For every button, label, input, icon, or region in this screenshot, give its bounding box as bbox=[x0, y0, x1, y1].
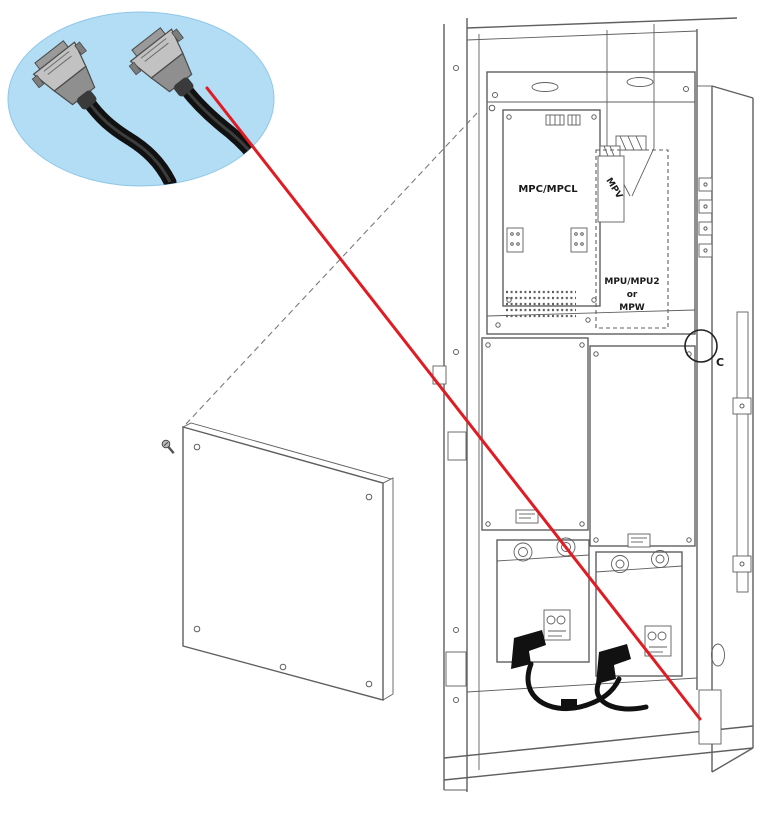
panel-screw-hole bbox=[365, 493, 373, 501]
panel-screw-hole bbox=[193, 625, 201, 633]
flange-slot bbox=[531, 82, 559, 92]
mpu-label-line2: or bbox=[627, 290, 638, 300]
battery-label-left bbox=[543, 609, 571, 641]
cover-screw bbox=[161, 439, 175, 454]
side-panel-hole bbox=[711, 643, 725, 667]
drive-module-left bbox=[481, 337, 589, 531]
board-connector bbox=[567, 114, 581, 126]
cover-mount-screw-hole bbox=[488, 104, 496, 112]
detail-c-label: C bbox=[716, 356, 724, 369]
mpu-label-line1: MPU/MPU2 bbox=[604, 277, 659, 287]
mpc-mpcl-label: MPC/MPCL bbox=[518, 184, 578, 195]
cabinet-frame bbox=[432, 17, 754, 792]
terminal-block bbox=[570, 227, 588, 253]
rail-cutout bbox=[447, 431, 467, 461]
battery-bracket-right bbox=[596, 644, 631, 684]
mpu-label-line3: MPW bbox=[619, 303, 645, 313]
drive-modules bbox=[481, 337, 696, 548]
mpv-unit: MPV bbox=[597, 145, 625, 223]
inset-background bbox=[7, 11, 275, 187]
battery-label-right bbox=[644, 625, 672, 657]
battery-bracket-left bbox=[511, 630, 546, 669]
panel-screw-hole bbox=[279, 663, 287, 671]
mpc-mpcl-board: MPC/MPCL bbox=[502, 109, 601, 318]
cabinet-foot bbox=[698, 689, 722, 745]
right-post-connectors bbox=[698, 177, 713, 258]
connector-left bbox=[31, 40, 177, 186]
side-cover-panel bbox=[161, 422, 394, 701]
panel-screw-hole bbox=[193, 443, 201, 451]
module-sticker-left bbox=[515, 509, 539, 524]
mounting-bracket bbox=[606, 24, 655, 197]
rail-screw bbox=[453, 65, 459, 71]
cable-connectors-inset bbox=[7, 11, 275, 187]
module-sticker-right bbox=[627, 533, 651, 548]
detail-c-marker: C bbox=[684, 329, 724, 369]
mpv-connector bbox=[599, 145, 621, 157]
rail-screw bbox=[453, 627, 459, 633]
mpu-mpw-unit-outline: MPU/MPU2 or MPW bbox=[595, 149, 669, 329]
rail-screw bbox=[453, 349, 459, 355]
dashed-alignment-line bbox=[185, 111, 479, 425]
cable-connector-plug bbox=[561, 699, 577, 707]
battery-units bbox=[496, 537, 683, 712]
door-clip-bar bbox=[732, 311, 752, 593]
controller-unit: MPC/MPCL MPV MPU/MPU2 or MPW bbox=[486, 24, 696, 335]
battery-cables bbox=[525, 661, 649, 712]
rail-bracket bbox=[445, 651, 467, 687]
terminal-block bbox=[506, 227, 524, 253]
rail-screw bbox=[453, 697, 459, 703]
flange-slot bbox=[626, 77, 654, 87]
drive-module-right bbox=[589, 345, 696, 547]
panel-screw-hole bbox=[365, 680, 373, 688]
red-callout-line bbox=[205, 86, 702, 721]
